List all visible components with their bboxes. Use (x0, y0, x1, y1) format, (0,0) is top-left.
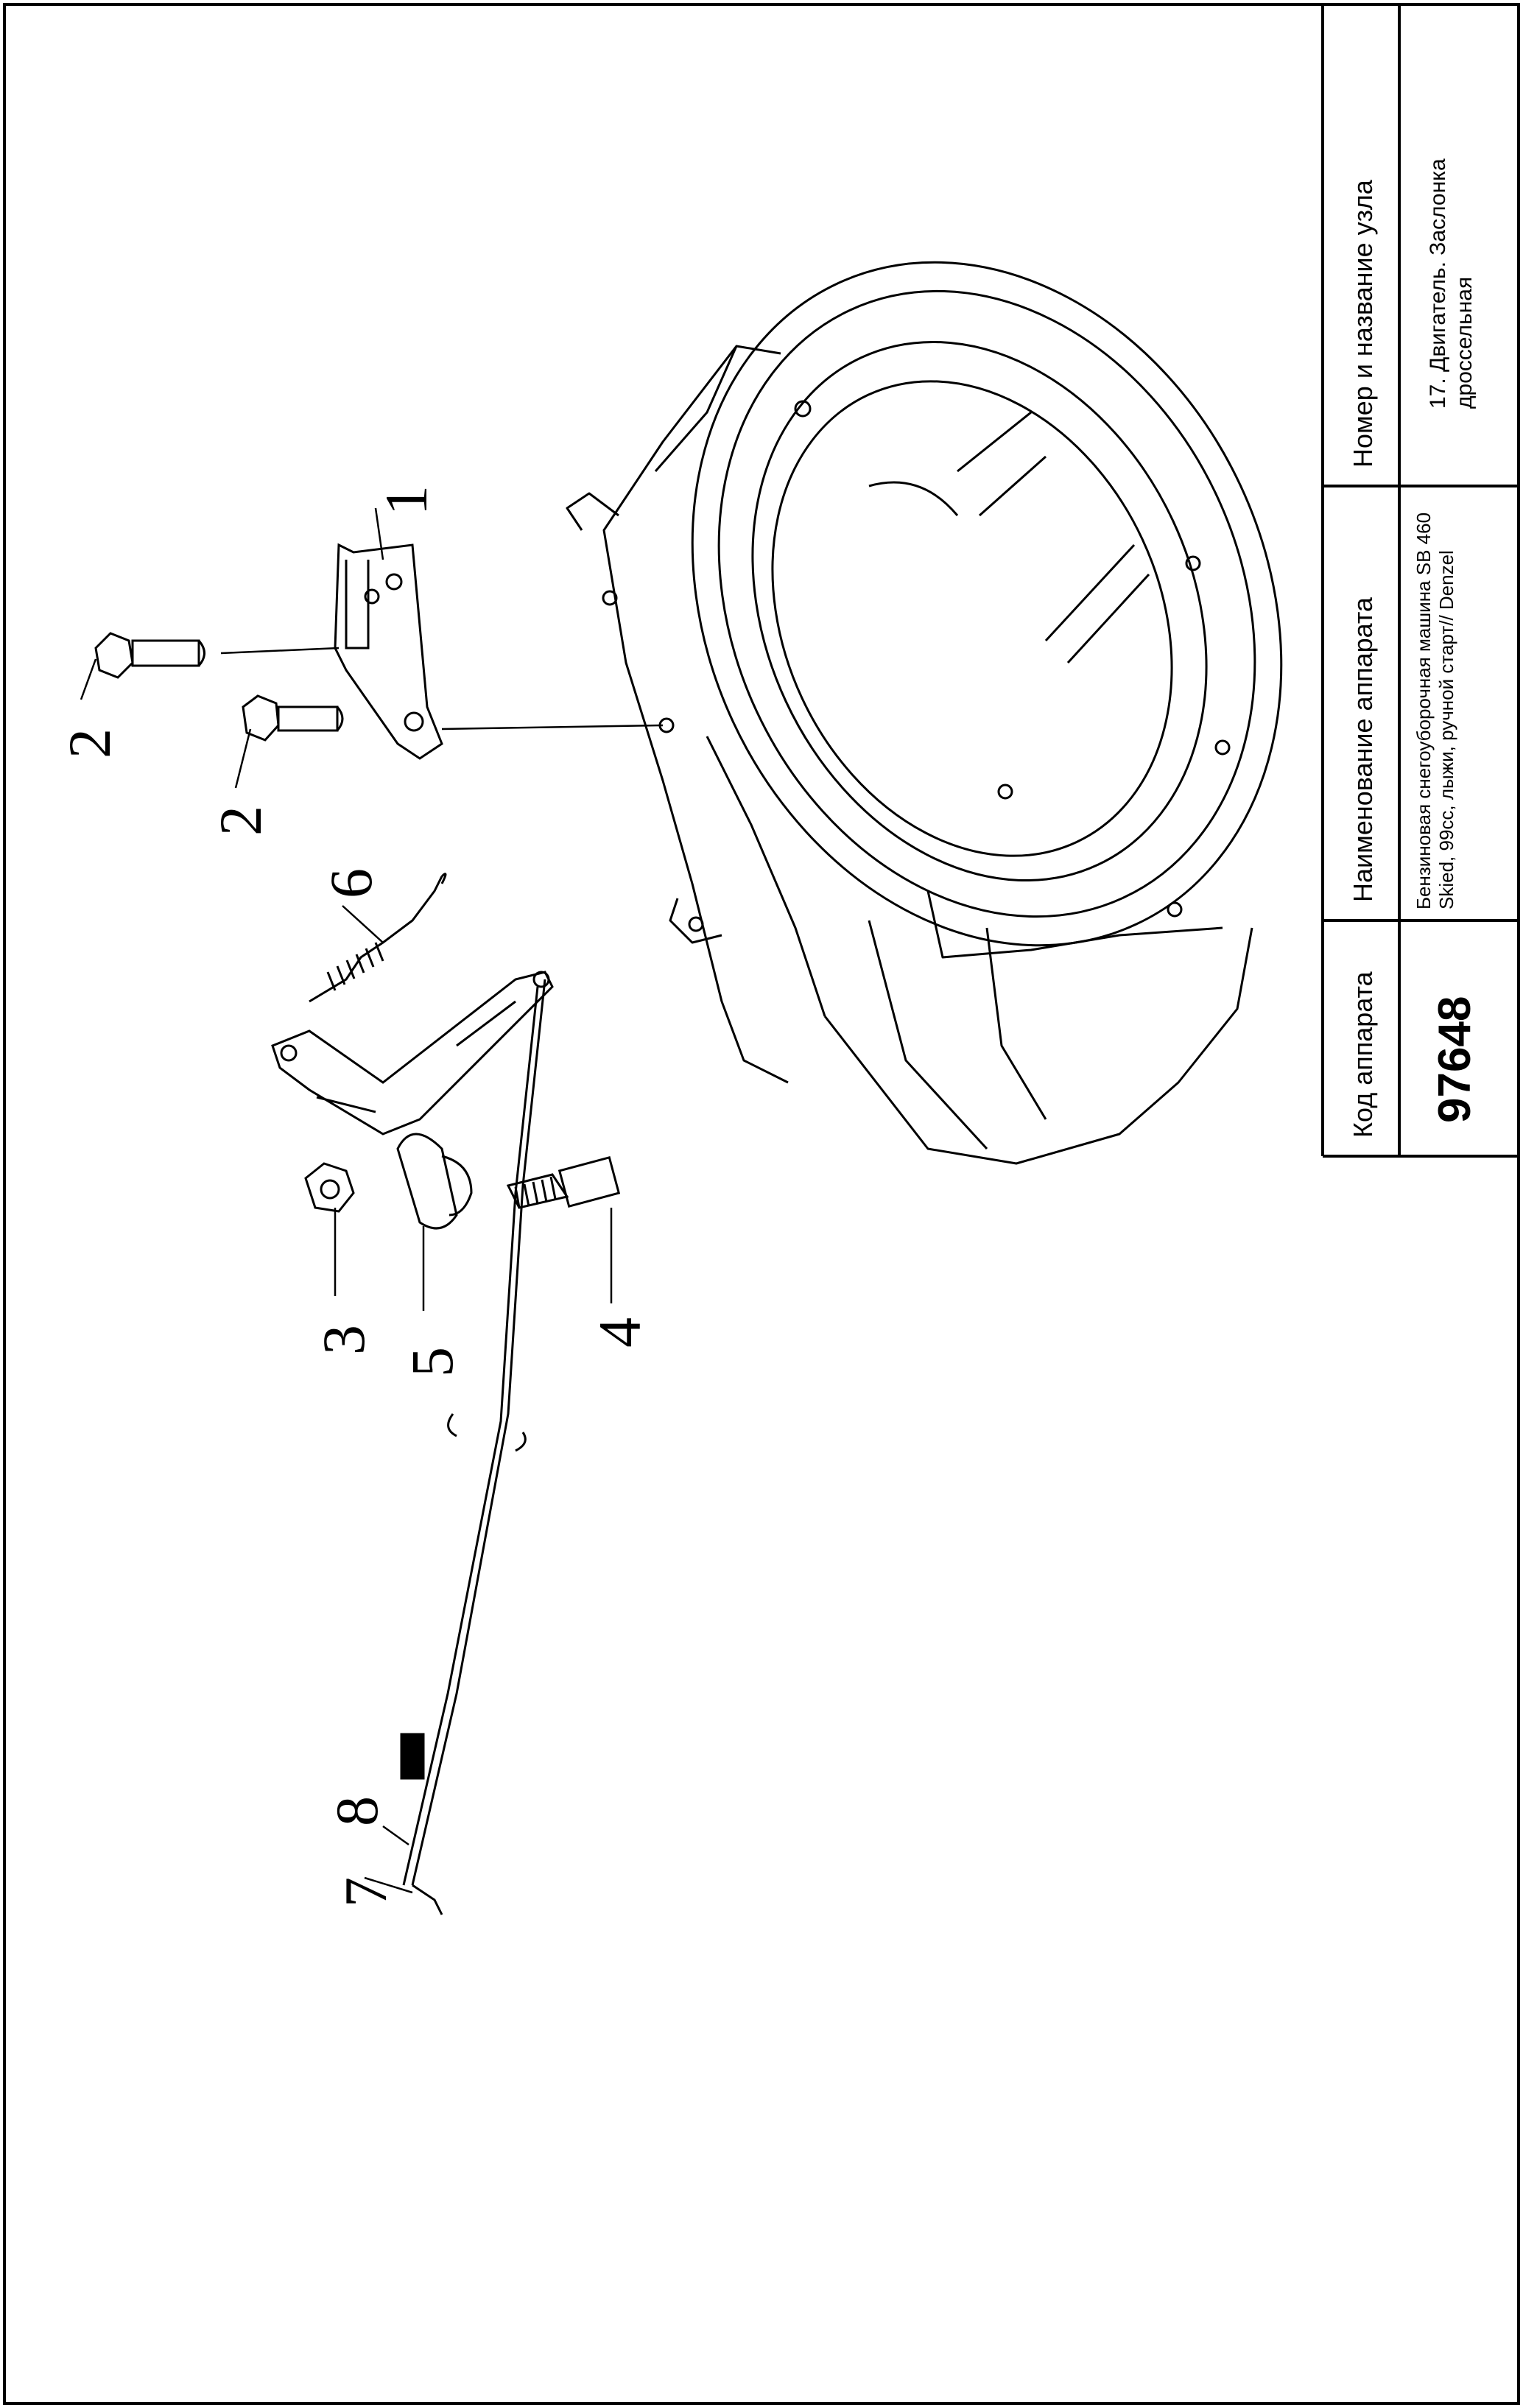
callout-2a: 2 (56, 728, 123, 758)
callout-5: 5 (398, 1347, 465, 1377)
callout-2b: 2 (207, 806, 274, 836)
nut (304, 1162, 355, 1213)
callout-6: 6 (317, 868, 384, 898)
bushing (396, 1133, 473, 1230)
callout-1: 1 (373, 485, 440, 515)
throttle-lever (271, 971, 554, 1136)
fan-housing (566, 261, 1283, 1165)
apparatus-name: Бензиновая снегоуборочная машина SB 460 … (1413, 512, 1457, 909)
bracket (334, 543, 443, 760)
outer-frame (3, 3, 1520, 2405)
leader-lines (80, 507, 664, 1894)
node-name: 17. Двигатель. Заслонка дроссельная (1426, 158, 1477, 409)
callout-3: 3 (310, 1325, 377, 1355)
title-block-grid (1321, 4, 1519, 1158)
col1-header: Код аппарата (1348, 971, 1378, 1138)
callout-8: 8 (323, 1796, 390, 1826)
callout-7: 7 (332, 1877, 399, 1907)
throttle-rod (400, 979, 546, 1915)
bolts (94, 632, 344, 742)
col3-header: Номер и название узла (1348, 180, 1378, 468)
col2-header: Наименование аппарата (1348, 597, 1378, 902)
callout-4: 4 (586, 1317, 653, 1348)
apparatus-code: 97648 (1429, 996, 1480, 1123)
